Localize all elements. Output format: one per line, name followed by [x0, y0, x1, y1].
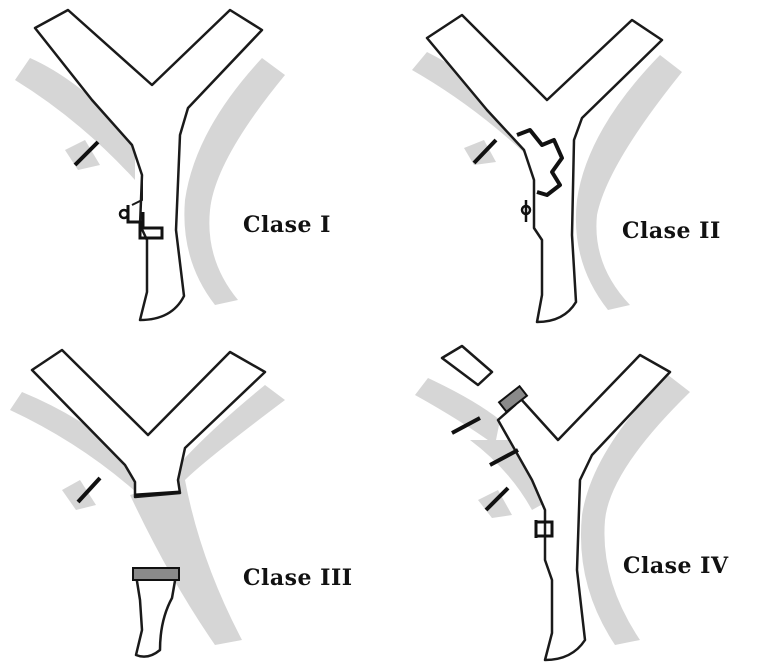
- panel-clase-2: [412, 15, 682, 322]
- panel-clase-3: [10, 350, 285, 657]
- bone-fragment: [442, 346, 492, 385]
- panel-clase-4: [415, 346, 690, 660]
- panel-clase-1: [15, 10, 285, 320]
- gray-band-stub: [478, 490, 512, 518]
- panel-label-clase-2: Clase II: [622, 218, 721, 244]
- gray-band-stub: [62, 480, 96, 510]
- panel-label-clase-3: Clase III: [243, 565, 353, 591]
- y-outline: [427, 15, 662, 322]
- panel-label-clase-1: Clase I: [243, 212, 331, 238]
- y-outline: [35, 10, 262, 320]
- joint-marker: [120, 210, 128, 218]
- detached-limb: [136, 575, 176, 657]
- panel-label-clase-4: Clase IV: [623, 553, 729, 579]
- gray-band-left: [415, 378, 500, 445]
- detached-cap: [133, 568, 179, 580]
